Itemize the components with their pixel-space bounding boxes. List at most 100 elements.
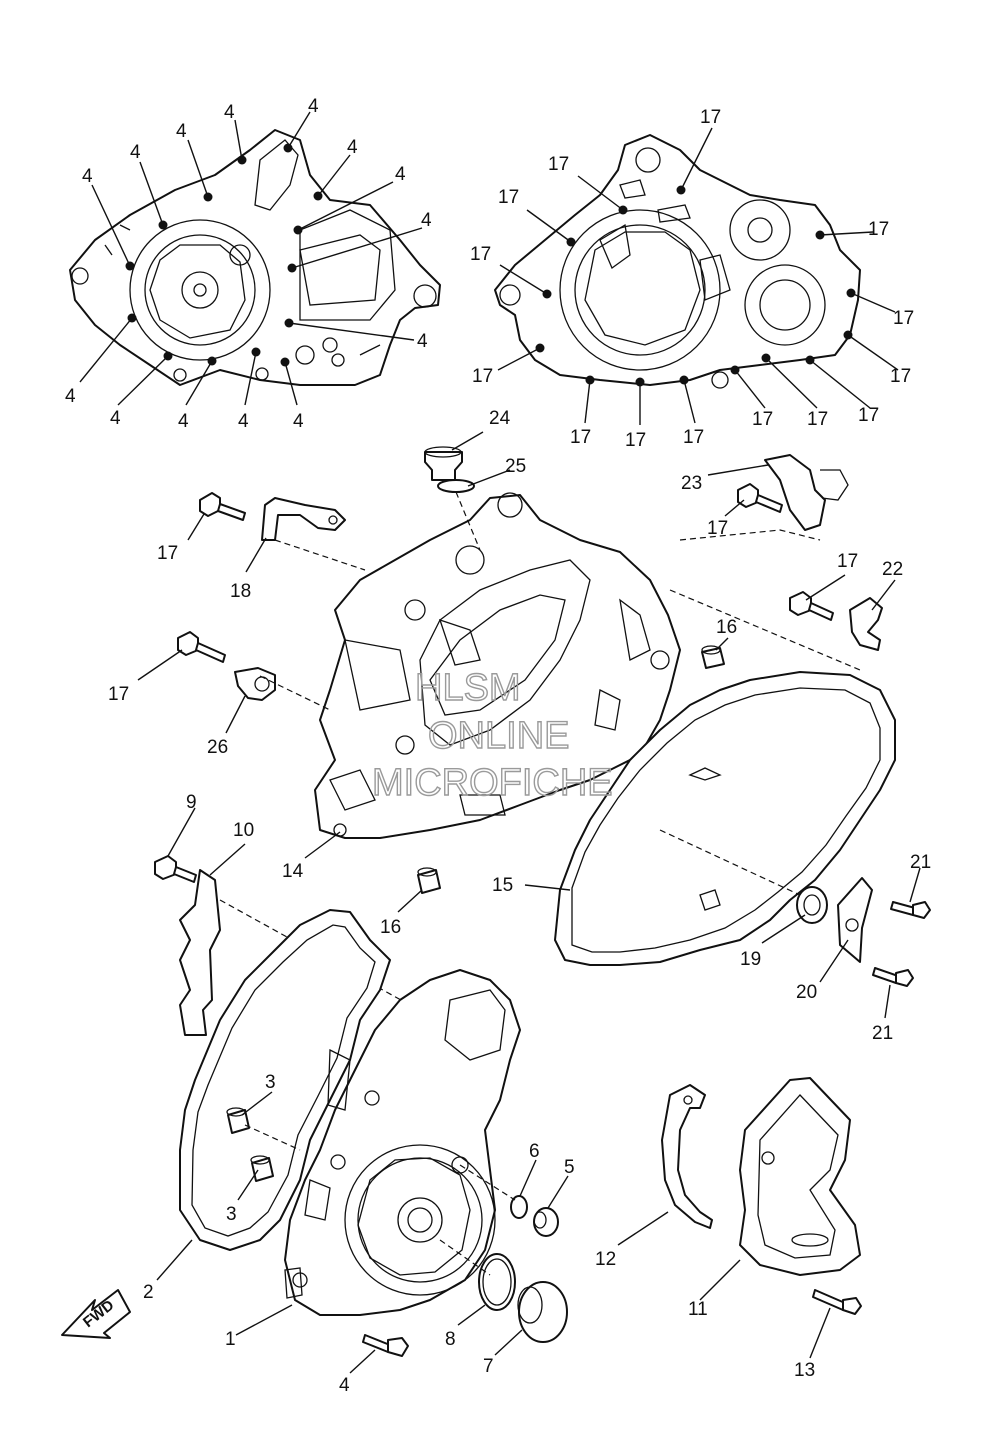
drain-plug-24 xyxy=(424,446,463,481)
plug-5 xyxy=(533,1207,559,1237)
bolt-17-a xyxy=(199,492,246,521)
callout-17: 17 xyxy=(157,543,178,564)
plate-20 xyxy=(837,877,873,963)
callout-4: 4 xyxy=(308,96,319,117)
callout-4: 4 xyxy=(178,411,189,432)
callout-4: 4 xyxy=(417,331,428,352)
callout-17: 17 xyxy=(752,409,773,430)
callout-17: 17 xyxy=(498,187,519,208)
bracket-23 xyxy=(764,454,849,531)
crankcase-cover-1 xyxy=(284,969,521,1316)
crankcase-cover-assembly xyxy=(314,492,681,839)
gasket-2 xyxy=(179,909,391,1251)
callout-12: 12 xyxy=(595,1249,616,1270)
callout-4: 4 xyxy=(293,411,304,432)
callout-3: 3 xyxy=(265,1072,276,1093)
callout-10: 10 xyxy=(233,820,254,841)
callout-4: 4 xyxy=(339,1375,350,1396)
callout-labels: 4 4 4 4 4 4 4 4 4 4 4 4 4 4 17 17 17 17 … xyxy=(65,96,931,1396)
callout-4: 4 xyxy=(110,408,121,429)
dowel-pin-16-a xyxy=(701,645,725,669)
callout-21: 21 xyxy=(872,1023,893,1044)
callout-4: 4 xyxy=(82,166,93,187)
bolt-9 xyxy=(154,855,197,883)
bracket-18 xyxy=(261,497,346,541)
left-crankcase-view xyxy=(69,111,441,406)
callout-17: 17 xyxy=(707,518,728,539)
callout-24: 24 xyxy=(489,408,511,429)
watermark-line1: HLSM xyxy=(415,667,521,709)
callout-4: 4 xyxy=(347,137,358,158)
callout-7: 7 xyxy=(483,1356,494,1377)
callout-16: 16 xyxy=(716,617,737,638)
callout-16: 16 xyxy=(380,917,401,938)
callout-15: 15 xyxy=(492,875,513,896)
callout-4: 4 xyxy=(130,142,141,163)
callout-17: 17 xyxy=(868,219,889,240)
callout-17: 17 xyxy=(548,154,569,175)
watermark-line2: ONLINE xyxy=(428,715,569,757)
callout-2: 2 xyxy=(143,1282,154,1303)
callout-4: 4 xyxy=(65,386,76,407)
callout-8: 8 xyxy=(445,1329,456,1350)
callout-4: 4 xyxy=(238,411,249,432)
callout-14: 14 xyxy=(282,861,304,882)
callout-17: 17 xyxy=(108,684,129,705)
gasket-15 xyxy=(554,671,896,966)
bolt-21-a xyxy=(890,901,931,919)
callout-17: 17 xyxy=(570,427,591,448)
cover-11 xyxy=(739,1077,861,1276)
oil-seal-19 xyxy=(796,886,828,924)
bracket-22 xyxy=(849,597,883,651)
o-ring-8 xyxy=(478,1253,516,1311)
callout-17: 17 xyxy=(890,366,911,387)
watermark-line3: MICROFICHE xyxy=(372,762,613,804)
callout-17: 17 xyxy=(683,427,704,448)
callout-19: 19 xyxy=(740,949,761,970)
callout-25: 25 xyxy=(505,456,526,477)
fwd-arrow-icon: FWD xyxy=(61,1289,131,1339)
callout-17: 17 xyxy=(858,405,879,426)
bolt-17-d xyxy=(177,631,226,663)
callout-4: 4 xyxy=(176,121,187,142)
bolt-21-b xyxy=(872,967,914,987)
plate-10 xyxy=(179,869,221,1036)
callout-17: 17 xyxy=(472,366,493,387)
bolt-4-bottom xyxy=(362,1334,409,1357)
callout-22: 22 xyxy=(882,559,903,580)
callout-21: 21 xyxy=(910,852,931,873)
gasket-12 xyxy=(661,1084,713,1229)
callout-6: 6 xyxy=(529,1141,540,1162)
callout-1: 1 xyxy=(225,1329,236,1350)
callout-17: 17 xyxy=(807,409,828,430)
bolt-17-b xyxy=(737,483,783,513)
callout-4: 4 xyxy=(421,210,432,231)
callout-3: 3 xyxy=(226,1204,237,1225)
cap-7 xyxy=(517,1281,568,1343)
callout-17: 17 xyxy=(625,430,646,451)
callout-18: 18 xyxy=(230,581,251,602)
callout-9: 9 xyxy=(186,792,197,813)
watermark: HLSM ONLINE MICROFICHE xyxy=(371,666,613,804)
dowel-pin-3-a xyxy=(226,1107,250,1134)
callout-17: 17 xyxy=(837,551,858,572)
callout-17: 17 xyxy=(470,244,491,265)
callout-13: 13 xyxy=(794,1360,815,1381)
callout-23: 23 xyxy=(681,473,702,494)
bolt-17-c xyxy=(789,591,834,621)
callout-17: 17 xyxy=(893,308,914,329)
bolt-13 xyxy=(812,1289,862,1315)
callout-4: 4 xyxy=(395,164,406,185)
callout-26: 26 xyxy=(207,737,228,758)
o-ring-6 xyxy=(510,1195,528,1219)
right-crankcase-view xyxy=(494,127,899,425)
dowel-pin-16-b xyxy=(417,867,441,894)
callout-4: 4 xyxy=(224,102,235,123)
callout-11: 11 xyxy=(688,1299,708,1320)
callout-5: 5 xyxy=(564,1157,575,1178)
callout-20: 20 xyxy=(796,982,817,1003)
guide-26 xyxy=(234,667,276,701)
callout-17: 17 xyxy=(700,107,721,128)
